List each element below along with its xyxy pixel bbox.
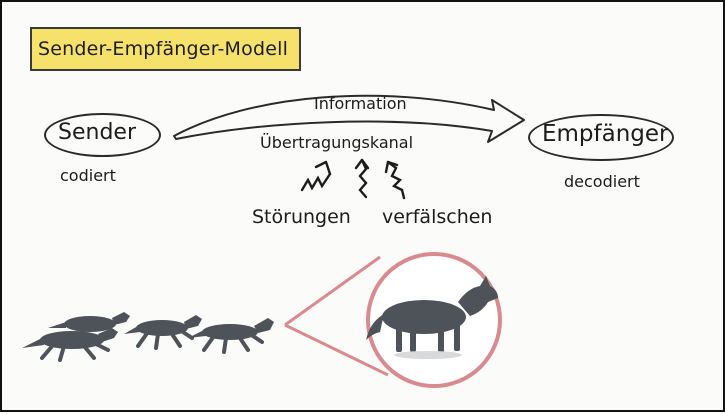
disturbance-arrows <box>300 158 406 200</box>
wolf-3 <box>124 315 202 350</box>
sender-note: codiert <box>60 166 116 185</box>
diagram-title: Sender-Empfänger-Modell <box>38 38 289 60</box>
zoom-connector <box>284 255 389 377</box>
title-highlight-box: Sender-Empfänger-Modell <box>30 27 301 71</box>
receiver-oval <box>528 114 674 161</box>
sender-label: Sender <box>58 120 136 145</box>
arrow-bottom-label: Übertragungskanal <box>260 133 414 152</box>
wolf-4 <box>188 318 274 354</box>
sender-oval <box>44 113 161 157</box>
transmission-arrow <box>173 94 525 143</box>
receiver-note: decodiert <box>564 172 640 191</box>
disturbance-label-1: Störungen <box>252 206 351 228</box>
wolf-1 <box>22 328 118 362</box>
disturbance-label-2: verfälschen <box>382 206 493 228</box>
wolf-zoomed <box>366 276 498 359</box>
wolf-pack <box>22 312 274 362</box>
wolf-2 <box>48 312 130 332</box>
receiver-label: Empfänger <box>542 121 669 147</box>
arrow-top-label: Information <box>314 94 407 113</box>
